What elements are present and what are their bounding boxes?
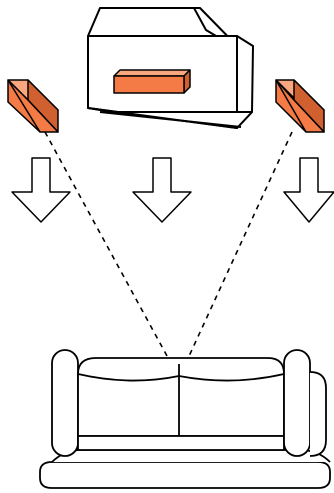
sofa-seat [77, 435, 285, 451]
projector-tray-inner [99, 111, 242, 128]
sofa-right-armrest-back [309, 371, 327, 457]
sound-paths [44, 131, 293, 379]
sofa-base [39, 461, 331, 489]
right-speaker-edge [275, 79, 307, 133]
center-down-arrow-icon [132, 157, 192, 223]
sofa-right-armrest [283, 349, 311, 457]
right-sound-path [178, 131, 293, 379]
center-speaker-top [113, 69, 191, 77]
sofa-back-curve [77, 373, 285, 382]
sofa-backrest [77, 357, 285, 437]
right-speaker-icon [275, 79, 325, 133]
down-arrows [11, 157, 334, 223]
projector-icon [87, 7, 254, 129]
left-down-arrow-icon [11, 157, 71, 223]
sofa-left-armrest [51, 349, 79, 457]
center-speaker-front [113, 75, 185, 94]
left-sound-path [44, 131, 180, 379]
center-speaker-icon [113, 69, 191, 94]
sofa-icon [39, 349, 331, 489]
left-speaker-front [7, 79, 59, 133]
left-speaker-edge [7, 79, 41, 133]
right-down-arrow-icon [283, 157, 334, 223]
left-speaker-icon [7, 79, 59, 133]
